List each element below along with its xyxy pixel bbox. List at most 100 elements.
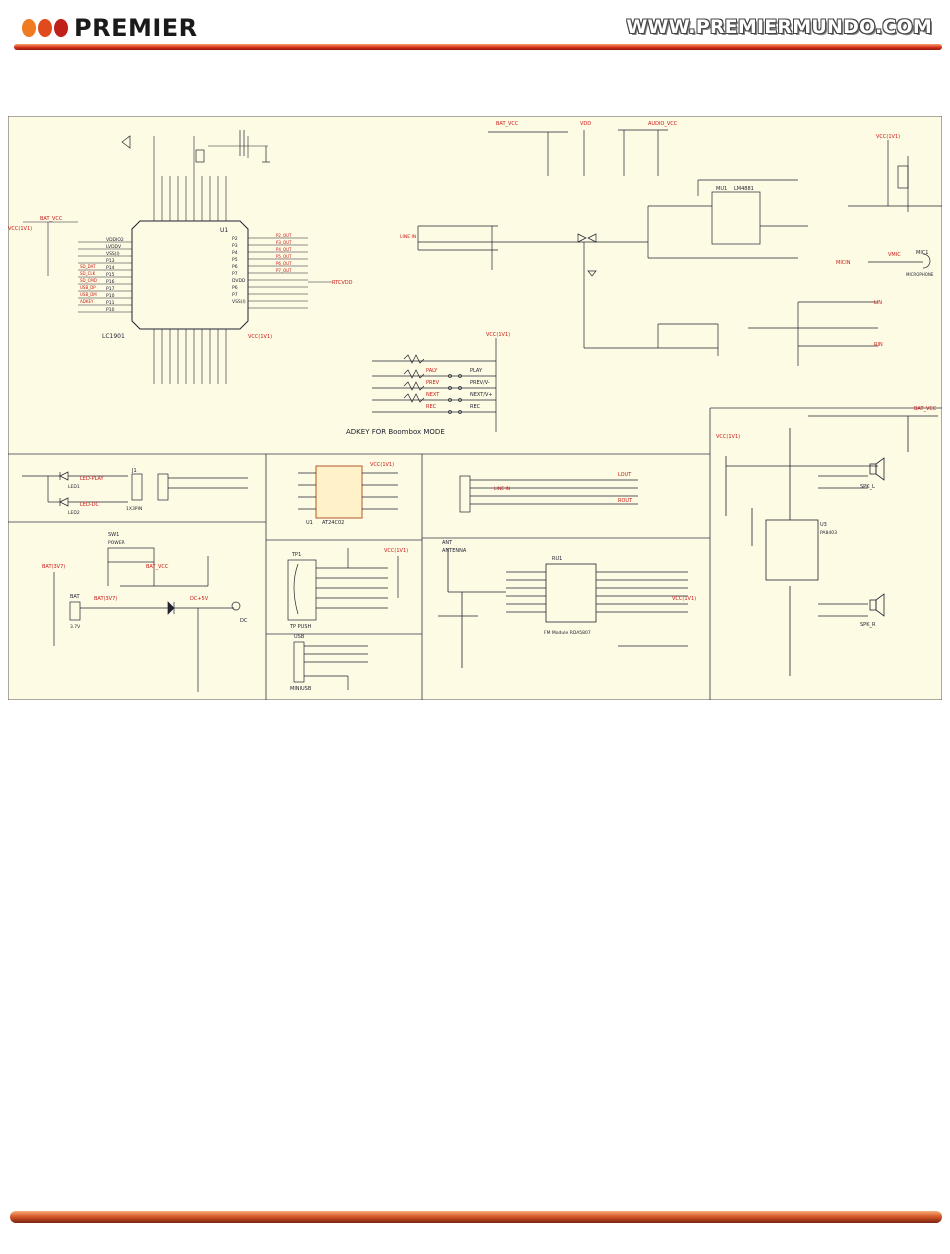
aux-linein-label: LINE IN xyxy=(494,486,510,492)
power-section xyxy=(53,547,241,692)
eeprom-chip xyxy=(298,465,398,519)
svg-text:USB_DM: USB_DM xyxy=(80,292,97,297)
crystal xyxy=(121,130,270,163)
amplifier-block xyxy=(417,129,942,366)
logo-dot-3 xyxy=(54,19,68,37)
vcc-1v1-label-7: VCC(1V1) xyxy=(716,434,740,440)
vmic-label: VMIC xyxy=(888,252,901,258)
power-switch-name: POWER xyxy=(108,540,125,546)
vcc-1v1-label-3: VCC(1V1) xyxy=(876,134,900,140)
bat-vcc-label-1: BAT_VCC xyxy=(40,216,63,222)
svg-text:P3_OUT: P3_OUT xyxy=(276,240,292,245)
mic-name: MICROPHONE xyxy=(906,272,934,277)
key-rec-name: REC xyxy=(470,404,481,410)
ant-ref: ANT xyxy=(442,540,453,546)
key-paly-label: PALY xyxy=(426,368,438,374)
logo-dot-2 xyxy=(38,19,52,37)
svg-text:USB_DP: USB_DP xyxy=(80,285,96,290)
amp-ref: MU1 xyxy=(716,186,727,192)
key-prev-label: PREV xyxy=(426,380,440,386)
mcu-chip: U1 LC1901 xyxy=(102,220,249,340)
svg-text:P2: P2 xyxy=(232,236,238,242)
bat-vcc-label-3: BAT_VCC xyxy=(146,564,169,570)
mcu-ref: LC1901 xyxy=(102,333,125,340)
fm-module xyxy=(438,548,688,668)
svg-text:SD_DAT: SD_DAT xyxy=(80,264,96,269)
spk-r-label: SPK_R xyxy=(860,622,876,628)
amp-name: LM4881 xyxy=(734,186,754,192)
mic-ref: MIC1 xyxy=(916,250,928,256)
vcc-1v1-label-2: VCC(1V1) xyxy=(248,334,272,340)
lout-label: LOUT xyxy=(618,472,632,478)
led-section xyxy=(22,471,248,507)
svg-text:P11: P11 xyxy=(106,300,115,306)
svg-text:P10: P10 xyxy=(106,307,115,313)
svg-text:P4: P4 xyxy=(232,250,238,256)
linein-label-1: LINE IN xyxy=(400,234,416,240)
aux-input xyxy=(459,475,638,513)
bat-voltage: 3.7V xyxy=(70,624,81,630)
logo-dot-1 xyxy=(22,19,36,37)
antenna-label: ANTENNA xyxy=(442,548,467,554)
batt-net-1: BAT(3V7) xyxy=(42,564,65,570)
svg-text:P7: P7 xyxy=(232,292,238,298)
lin-label: LIN xyxy=(874,300,882,306)
led-dc-label: LED-DC xyxy=(80,502,99,508)
led-play-label: LED-PLAY xyxy=(80,476,105,482)
header-bar xyxy=(14,44,942,50)
mcu-label: U1 xyxy=(220,227,228,234)
key-rec-label: REC xyxy=(426,404,437,410)
vcc-1v1-label-6: VCC(1V1) xyxy=(672,596,696,602)
vcc-1v1-label-1: VCC(1V1) xyxy=(8,226,32,232)
svg-text:P6: P6 xyxy=(232,285,238,291)
svg-text:P4_OUT: P4_OUT xyxy=(276,247,292,252)
usb-connector xyxy=(293,641,368,690)
website-url: WWW.PREMIERMUNDO.COM xyxy=(626,16,932,38)
dc-jack-label: DC xyxy=(240,618,248,624)
svg-text:P15: P15 xyxy=(106,272,115,278)
svg-text:P3: P3 xyxy=(232,243,238,249)
key-next-label: NEXT xyxy=(426,392,440,398)
pa-name: PA8403 xyxy=(820,530,837,536)
j1-ref: J1 xyxy=(131,468,137,474)
svg-text:VSS(I): VSS(I) xyxy=(232,299,246,305)
logo-dots xyxy=(22,19,68,37)
fm-ref: RU1 xyxy=(552,556,562,562)
svg-text:P14: P14 xyxy=(106,265,115,271)
svg-text:P5: P5 xyxy=(232,257,238,263)
page-header: PREMIER WWW.PREMIERMUNDO.COM xyxy=(0,0,950,60)
adkey-caption: ADKEY FOR Boombox MODE xyxy=(346,428,445,436)
tf-card xyxy=(287,548,399,621)
svg-text:P6: P6 xyxy=(232,264,238,270)
tf-name: TP PUSH xyxy=(289,624,312,630)
vcc-1v1-label-5: VCC(1V1) xyxy=(384,548,408,554)
dc5v-label: DC+5V xyxy=(190,596,209,602)
micin-label: MICIN xyxy=(836,260,851,266)
premier-logo: PREMIER xyxy=(22,14,198,42)
tf-ref: TP1 xyxy=(291,552,301,558)
bat-vcc-label-2: BAT_VCC xyxy=(496,121,519,127)
led1-ref: LED1 xyxy=(68,484,80,490)
rin-label: RIN xyxy=(874,342,883,348)
eeprom-ref: U1 xyxy=(306,520,313,526)
svg-text:P7: P7 xyxy=(232,271,238,277)
batt-net-2: BAT(3V7) xyxy=(94,596,117,602)
pa-ref: U3 xyxy=(820,522,827,528)
svg-text:P2_OUT: P2_OUT xyxy=(276,233,292,238)
power-switch-ref: SW1 xyxy=(108,532,119,538)
key-next-name: NEXT/V+ xyxy=(470,392,493,398)
led2-ref: LED2 xyxy=(68,510,80,516)
usb-ref: USB xyxy=(294,634,305,640)
svg-text:P13: P13 xyxy=(106,258,115,264)
mcu-pin-lines xyxy=(23,136,308,384)
svg-text:ADKEY: ADKEY xyxy=(80,299,94,304)
eeprom-name: AT24C02 xyxy=(322,520,344,526)
spk-l-label: SPK_L xyxy=(860,484,875,490)
svg-text:P10: P10 xyxy=(106,293,115,299)
svg-text:DVDD: DVDD xyxy=(232,278,246,284)
audio-vcc-label: AUDIO_VCC xyxy=(648,121,678,127)
svg-text:P6_OUT: P6_OUT xyxy=(276,261,292,266)
svg-text:VDDIO2: VDDIO2 xyxy=(106,237,124,243)
